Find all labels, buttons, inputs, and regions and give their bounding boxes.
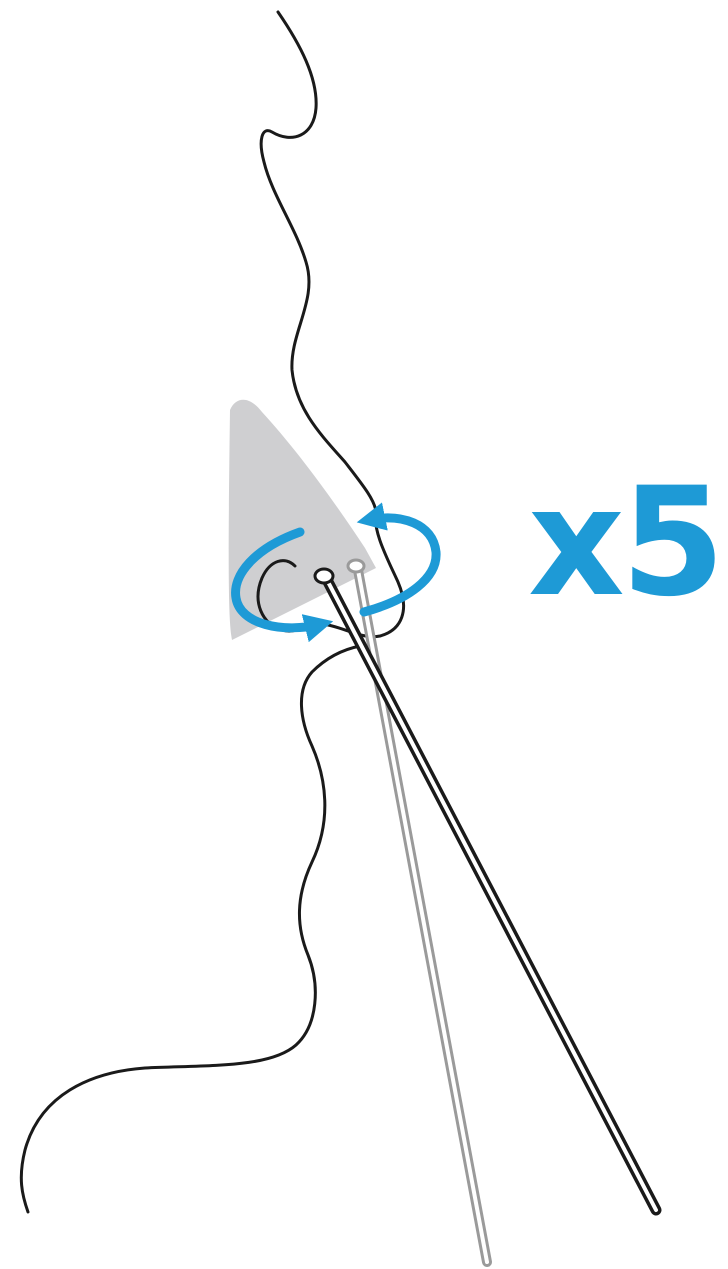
- repeat-count-label: x5: [528, 468, 721, 618]
- rotation-arrow-upper: [364, 518, 436, 612]
- nostril-shade: [229, 400, 376, 640]
- lip-chin-outline: [21, 646, 360, 1212]
- nasal-swab-icon: [315, 569, 656, 1210]
